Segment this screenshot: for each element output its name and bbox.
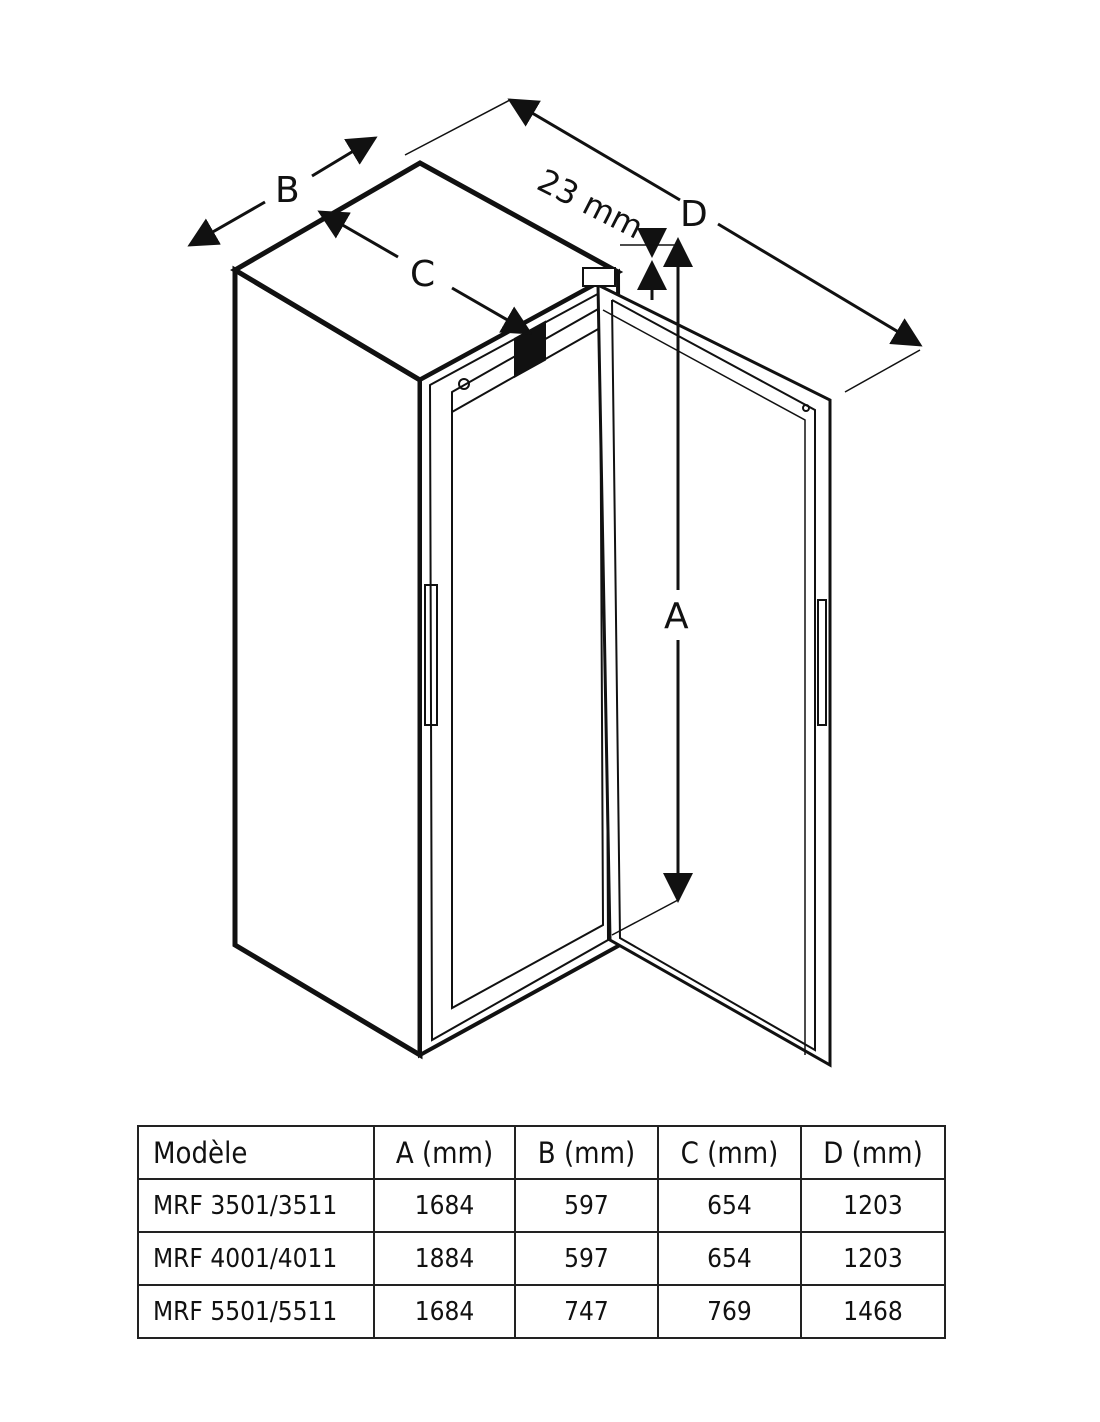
cell-d: 1203: [800, 1178, 946, 1233]
cell-model: MRF 5501/5511: [137, 1284, 375, 1339]
header-c: C (mm): [657, 1125, 802, 1180]
cell-b: 747: [514, 1284, 659, 1339]
cell-b: 597: [514, 1178, 659, 1233]
header-a: A (mm): [373, 1125, 516, 1180]
cabinet-front: [418, 268, 623, 1059]
cell-d: 1468: [800, 1284, 946, 1339]
dimension-label-c: C: [410, 254, 435, 295]
cell-model: MRF 4001/4011: [137, 1231, 375, 1286]
cell-a: 1684: [373, 1178, 516, 1233]
header-b: B (mm): [514, 1125, 659, 1180]
dimensions-table: Modèle A (mm) B (mm) C (mm) D (mm) MRF 3…: [137, 1125, 946, 1339]
dimension-lines: [187, 98, 923, 936]
cell-a: 1884: [373, 1231, 516, 1286]
fridge-dimension-diagram: B C D A 23 mm: [187, 98, 923, 1068]
handle: [424, 584, 438, 726]
cell-d: 1203: [800, 1231, 946, 1286]
hinge: [582, 267, 616, 287]
cell-model: MRF 3501/3511: [137, 1178, 375, 1233]
cell-c: 654: [657, 1178, 802, 1233]
header-model: Modèle: [137, 1125, 375, 1180]
table-header-row: Modèle A (mm) B (mm) C (mm) D (mm): [137, 1125, 946, 1180]
dimension-label-a: A: [664, 596, 689, 637]
cell-b: 597: [514, 1231, 659, 1286]
open-door: [582, 267, 832, 1068]
door-handle: [817, 599, 827, 726]
control-display: [514, 320, 546, 379]
table-row: MRF 4001/4011 1884 597 654 1203: [137, 1231, 946, 1286]
cell-c: 769: [657, 1284, 802, 1339]
table-row: MRF 5501/5511 1684 747 769 1468: [137, 1284, 946, 1339]
table-row: MRF 3501/3511 1684 597 654 1203: [137, 1178, 946, 1233]
dimension-label-d: D: [680, 194, 708, 235]
cell-c: 654: [657, 1231, 802, 1286]
header-d: D (mm): [800, 1125, 946, 1180]
cell-a: 1684: [373, 1284, 516, 1339]
cabinet-side: [232, 265, 423, 1060]
fridge-cabinet: [230, 160, 624, 1060]
dimension-label-b: B: [275, 170, 300, 211]
